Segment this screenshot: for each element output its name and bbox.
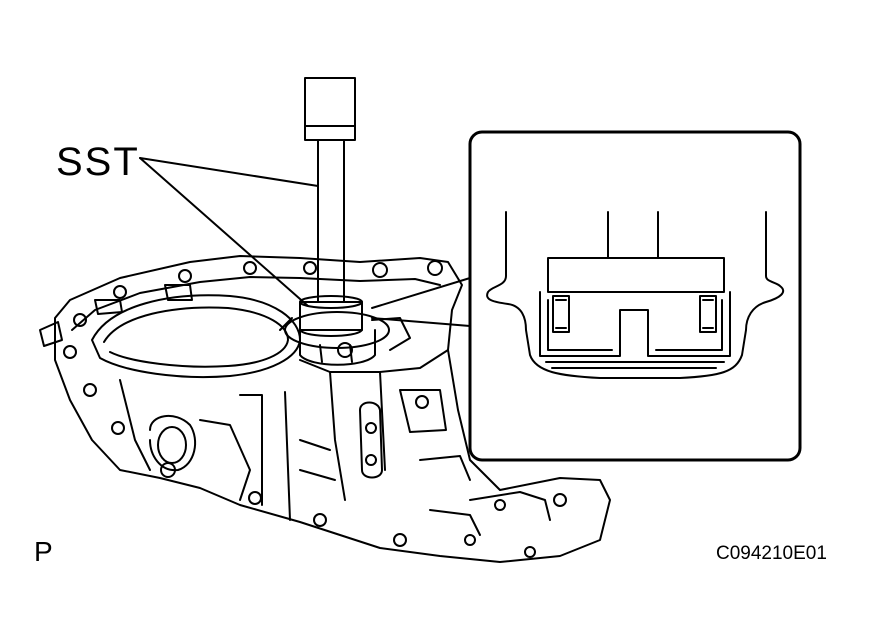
sst-leader-lines [139,157,319,307]
transmission-case [39,255,611,563]
sst-label: SST [56,140,140,184]
sst-tool [299,77,363,337]
detail-inset [468,130,802,462]
figure-code: C094210E01 [716,543,827,564]
detail-callout-lines [371,277,471,327]
view-label: P [34,536,53,567]
